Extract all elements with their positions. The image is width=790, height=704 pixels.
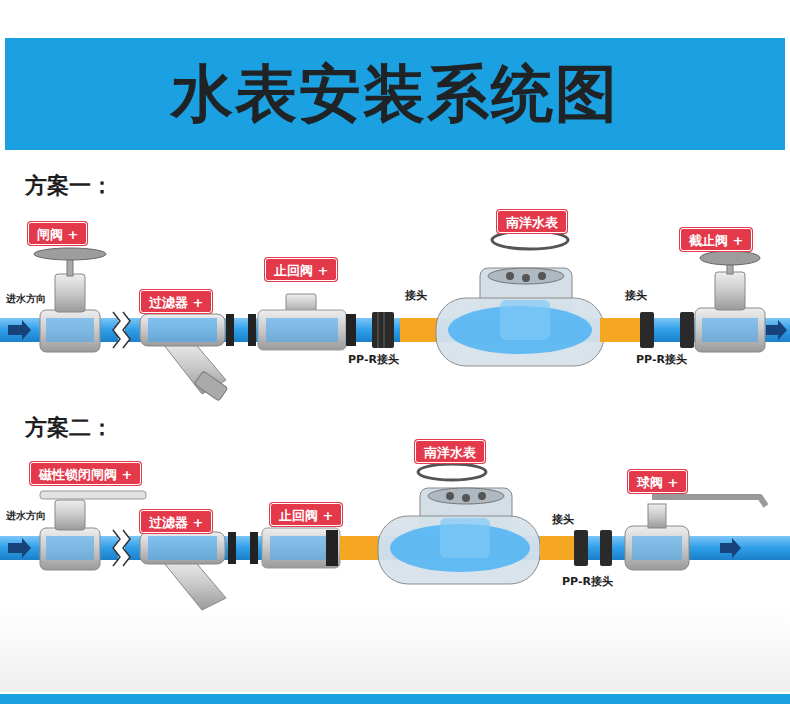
part-tag: 止回阀 + xyxy=(270,503,342,526)
tag-text: 止回阀 + xyxy=(279,508,333,523)
tag-text: 止回阀 + xyxy=(274,263,328,278)
scheme-heading: 方案二： xyxy=(25,413,113,443)
tag-text: 闸阀 + xyxy=(37,227,78,242)
part-tag: 南洋水表 xyxy=(497,210,567,233)
part-tag: 闸阀 + xyxy=(28,222,87,245)
part-label: PP-R接头 xyxy=(348,352,399,367)
part-label: 接头 xyxy=(405,288,427,303)
part-label: 接头 xyxy=(552,512,574,527)
tag-text: 磁性锁闭闸阀 + xyxy=(39,467,132,482)
title-text: 水表安装系统图 xyxy=(171,52,619,136)
part-tag: 止回阀 + xyxy=(265,258,337,281)
scheme-heading: 方案一： xyxy=(25,171,113,201)
part-label: PP-R接头 xyxy=(636,352,687,367)
tag-text: 南洋水表 xyxy=(506,215,558,230)
part-label: 接头 xyxy=(625,288,647,303)
part-label: 进水方向 xyxy=(6,509,46,523)
part-tag: 南洋水表 xyxy=(415,440,485,463)
tag-text: 球阀 + xyxy=(637,475,678,490)
part-label: 进水方向 xyxy=(6,292,46,306)
part-tag: 过滤器 + xyxy=(140,510,212,533)
tag-text: 截止阀 + xyxy=(689,233,743,248)
part-label: PP-R接头 xyxy=(562,574,613,589)
tag-text: 南洋水表 xyxy=(424,445,476,460)
part-tag: 磁性锁闭闸阀 + xyxy=(30,462,141,485)
tag-text: 过滤器 + xyxy=(149,295,203,310)
part-tag: 过滤器 + xyxy=(140,290,212,313)
part-tag: 截止阀 + xyxy=(680,228,752,251)
tag-text: 过滤器 + xyxy=(149,515,203,530)
title-band: 水表安装系统图 xyxy=(5,38,785,150)
part-tag: 球阀 + xyxy=(628,470,687,493)
